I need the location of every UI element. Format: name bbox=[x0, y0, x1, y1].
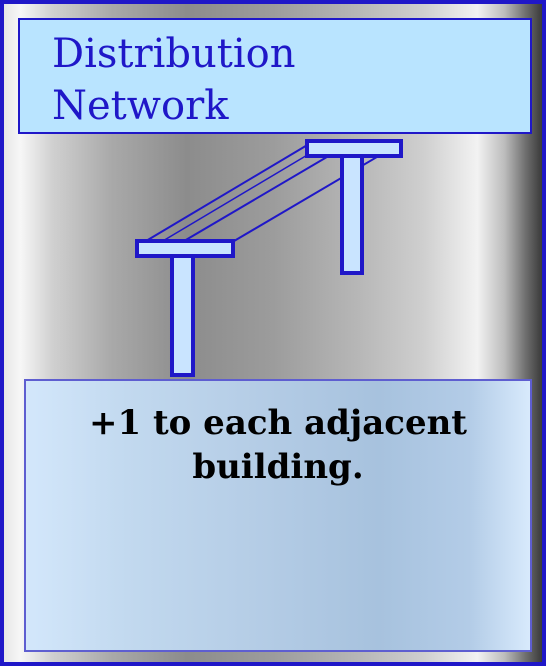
wire-bottom bbox=[140, 153, 310, 255]
card-description: +1 to each adjacent building. bbox=[88, 403, 468, 487]
wire-lower bbox=[178, 143, 350, 245]
title-panel: Distribution Network bbox=[18, 18, 532, 134]
description-panel: +1 to each adjacent building. bbox=[24, 379, 532, 652]
card-title: Distribution Network bbox=[52, 31, 296, 129]
front-pylon-crossarm bbox=[135, 239, 235, 258]
wire-upper bbox=[140, 143, 310, 245]
back-pylon-crossarm bbox=[305, 139, 403, 158]
back-pylon-pole bbox=[340, 139, 364, 275]
distribution-pylons-icon bbox=[135, 139, 403, 377]
wire-mid bbox=[228, 143, 400, 245]
front-pylon-pole bbox=[170, 240, 195, 377]
